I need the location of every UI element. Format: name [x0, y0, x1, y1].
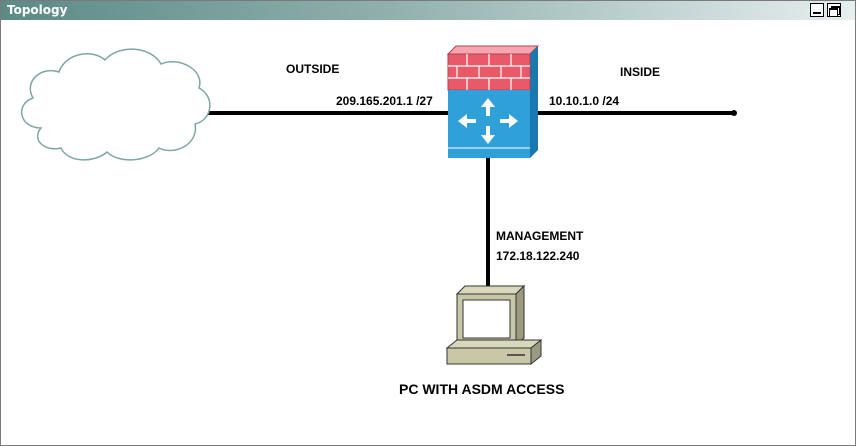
pc-label: PC WITH ASDM ACCESS [399, 381, 564, 397]
management-ip-label: 172.18.122.240 [496, 249, 580, 263]
window-title: Topology [7, 3, 68, 17]
firewall-icon[interactable] [446, 45, 540, 158]
maximize-button[interactable] [827, 3, 841, 17]
title-bar[interactable]: Topology [1, 1, 855, 20]
topology-diagram: OUTSIDE 209.165.201.1 /27 INSIDE 10.10.1… [20, 45, 737, 397]
minimize-button[interactable] [810, 3, 824, 17]
cloud-icon[interactable] [20, 48, 211, 161]
inside-ip-label: 10.10.1.0 /24 [549, 94, 619, 108]
inside-link-endpoint [731, 110, 737, 116]
outside-label: OUTSIDE [286, 62, 339, 76]
pc-icon[interactable] [445, 284, 543, 366]
management-label: MANAGEMENT [496, 229, 584, 243]
outside-ip-label: 209.165.201.1 /27 [336, 94, 433, 108]
inside-label: INSIDE [620, 65, 660, 79]
